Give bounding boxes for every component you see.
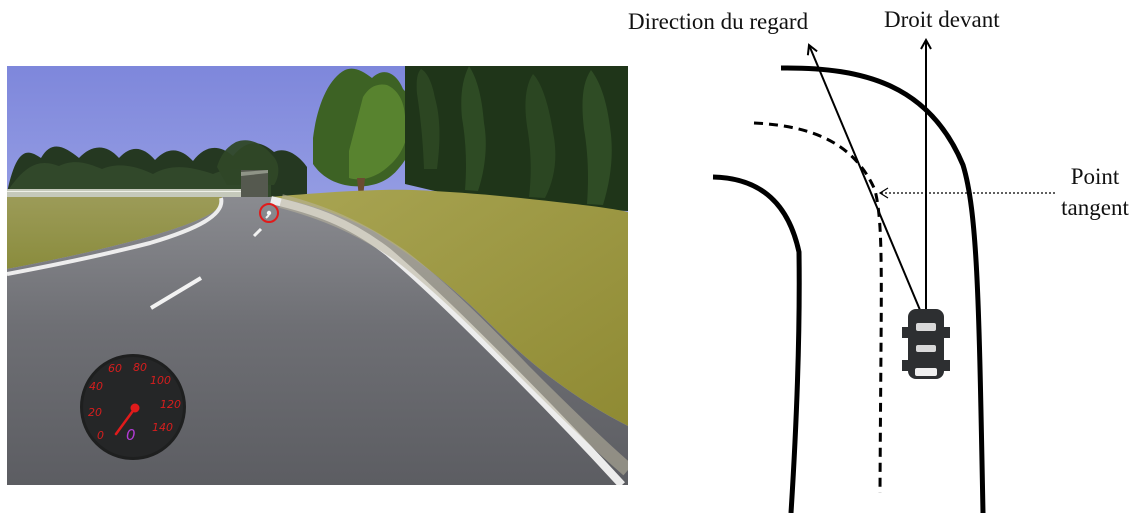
driving-simulator-screenshot: 0 20 40 60 80 100 120 140 0 xyxy=(7,66,628,485)
speed-tick-100: 100 xyxy=(150,374,171,387)
inner-road-edge xyxy=(713,177,799,513)
speedometer-gauge-icon: 0 20 40 60 80 100 120 140 0 xyxy=(80,354,186,460)
speed-tick-40: 40 xyxy=(89,380,103,393)
speed-tick-0: 0 xyxy=(97,429,104,442)
simulator-scene: 0 20 40 60 80 100 120 140 0 xyxy=(7,66,628,485)
gaze-direction-arrow xyxy=(809,45,920,310)
speedometer-hub xyxy=(131,404,140,413)
gaze-direction-label: Direction du regard xyxy=(628,10,808,33)
gaze-diagram: Direction du regard Droit devant Point t… xyxy=(640,0,1139,513)
speed-tick-60: 60 xyxy=(108,362,122,375)
speed-tick-80: 80 xyxy=(133,361,147,374)
center-dashed-line xyxy=(754,123,881,493)
tangent-point-label: Point tangent xyxy=(1054,161,1136,223)
speed-tick-20: 20 xyxy=(88,406,102,419)
forest-right xyxy=(313,66,628,211)
car-icon xyxy=(902,309,950,379)
straight-ahead-label: Droit devant xyxy=(884,8,1000,31)
speed-tick-120: 120 xyxy=(160,398,181,411)
digital-speed-readout: 0 xyxy=(126,426,136,444)
speed-tick-140: 140 xyxy=(152,421,173,434)
road-curve-diagram xyxy=(640,0,1139,513)
